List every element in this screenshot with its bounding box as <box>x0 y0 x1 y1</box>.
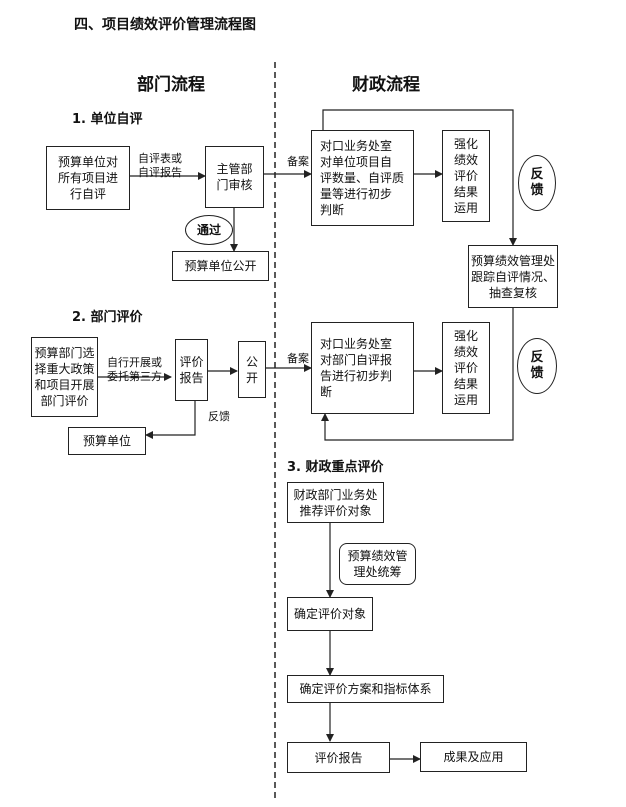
eval-report-box: 评价报告 <box>287 742 390 773</box>
supervisor-review-box: 主管部 门审核 <box>205 146 264 208</box>
record-edge-label-1: 备案 <box>287 155 309 168</box>
unit-public-box: 预算单位公开 <box>172 251 269 281</box>
dept-report-box: 评价 报告 <box>175 339 208 401</box>
edge-report-feedback <box>150 401 196 436</box>
report-feedback-edge-label: 反馈 <box>208 410 230 423</box>
page-title: 四、项目绩效评价管理流程图 <box>74 17 256 33</box>
confirm-object-box: 确定评价对象 <box>287 597 373 631</box>
track-review-box: 预算绩效管理处 跟踪自评情况、 抽查复核 <box>468 245 558 308</box>
dept-flow-heading: 部门流程 <box>137 75 205 95</box>
dept-public-box: 公 开 <box>238 341 266 398</box>
feedback-oval-1: 反 馈 <box>518 155 556 211</box>
overall-coordination-box: 预算绩效管 理处统筹 <box>339 543 416 585</box>
finance-dept-check-box-1: 对口业务处室 对单位项目自 评数量、自评质 量等进行初步 判断 <box>311 130 414 226</box>
budget-unit-box: 预算单位 <box>68 427 146 455</box>
result-application-box: 成果及应用 <box>420 742 527 772</box>
section1-title: 1. 单位自评 <box>72 112 143 127</box>
method-edge-label: 自行开展或 委托第三方 <box>107 356 162 383</box>
strengthen-results-box-2: 强化 绩效 评价 结果 运用 <box>442 322 490 414</box>
strengthen-results-box-1: 强化 绩效 评价 结果 运用 <box>442 130 490 222</box>
dept-select-box: 预算部门选 择重大政策 和项目开展 部门评价 <box>31 337 98 417</box>
edge-loop-bottom <box>324 308 514 441</box>
confirm-plan-box: 确定评价方案和指标体系 <box>287 675 444 703</box>
feedback-oval-2: 反 馈 <box>517 338 557 394</box>
recommend-object-box: 财政部门业务处 推荐评价对象 <box>287 482 384 523</box>
record-edge-label-2: 备案 <box>287 352 309 365</box>
pass-oval: 通过 <box>185 215 233 245</box>
finance-flow-heading: 财政流程 <box>352 75 420 95</box>
section3-title: 3. 财政重点评价 <box>287 460 384 475</box>
unit-self-eval-box: 预算单位对 所有项目进 行自评 <box>46 146 130 210</box>
edge-loop-top <box>322 109 514 240</box>
finance-dept-check-box-2: 对口业务处室 对部门自评报 告进行初步判 断 <box>311 322 414 414</box>
section2-title: 2. 部门评价 <box>72 310 143 325</box>
self-report-edge-label: 自评表或 自评报告 <box>138 152 182 179</box>
